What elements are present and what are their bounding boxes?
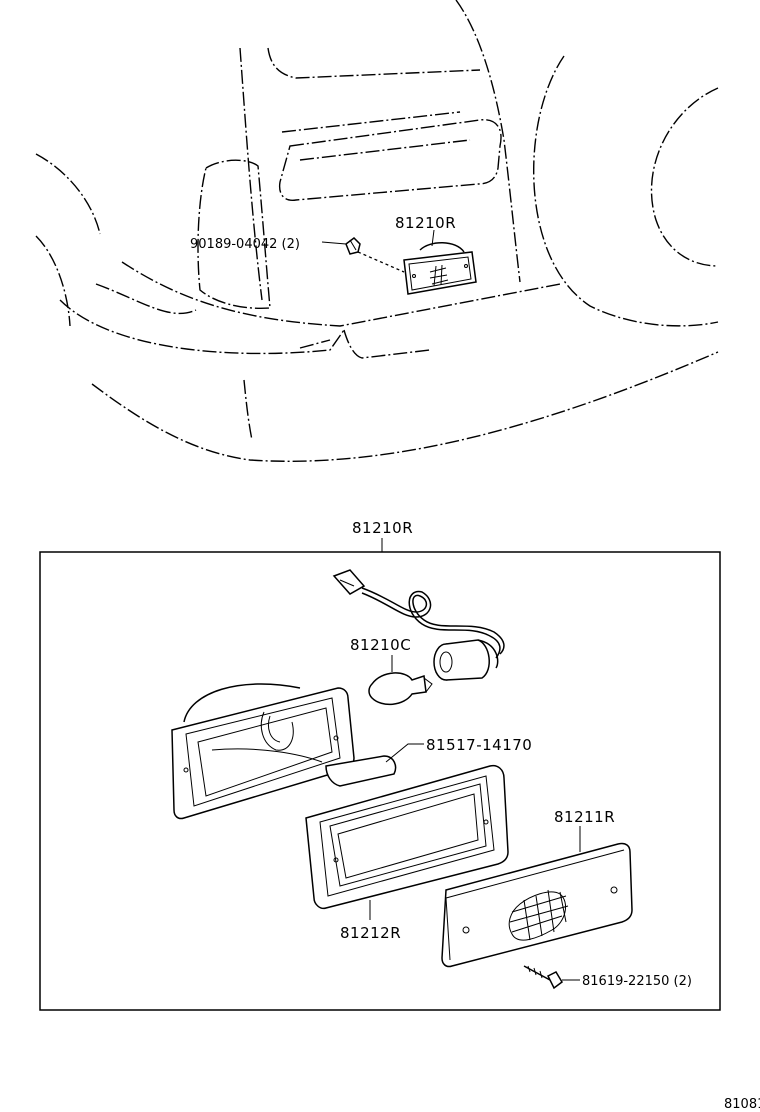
reflector-lens [441,842,633,968]
vehicle-outline [35,0,719,462]
frame-part-number: 81212R [340,924,401,942]
leader-lamp-top [431,229,435,247]
lens-part-number: 81211R [554,808,615,826]
assembly-part-number: 81210R [352,519,413,537]
bulb-socket [433,639,499,681]
lamp-housing [171,683,355,820]
wire-harness [332,569,505,659]
bulb-icon [368,672,433,706]
lens-frame [305,764,509,910]
leader-bolt-to-lamp [357,251,405,273]
leader-bolt [321,241,347,245]
leader-gasket [385,743,424,763]
lamp-part-number-top: 81210R [395,214,456,232]
gasket-part-number: 81517-14170 [426,736,532,754]
gasket [325,755,397,787]
bolt-icon [345,237,361,255]
figure-code: 810816 [724,1097,760,1112]
bulb-part-number: 81210C [350,636,411,654]
screw-icon [523,965,563,990]
assembly-box [39,551,721,1011]
bolt-part-number: 90189-04042 (2) [190,237,300,252]
screw-part-number: 81619-22150 (2) [582,974,692,989]
side-marker-reflector-installed [403,242,477,295]
